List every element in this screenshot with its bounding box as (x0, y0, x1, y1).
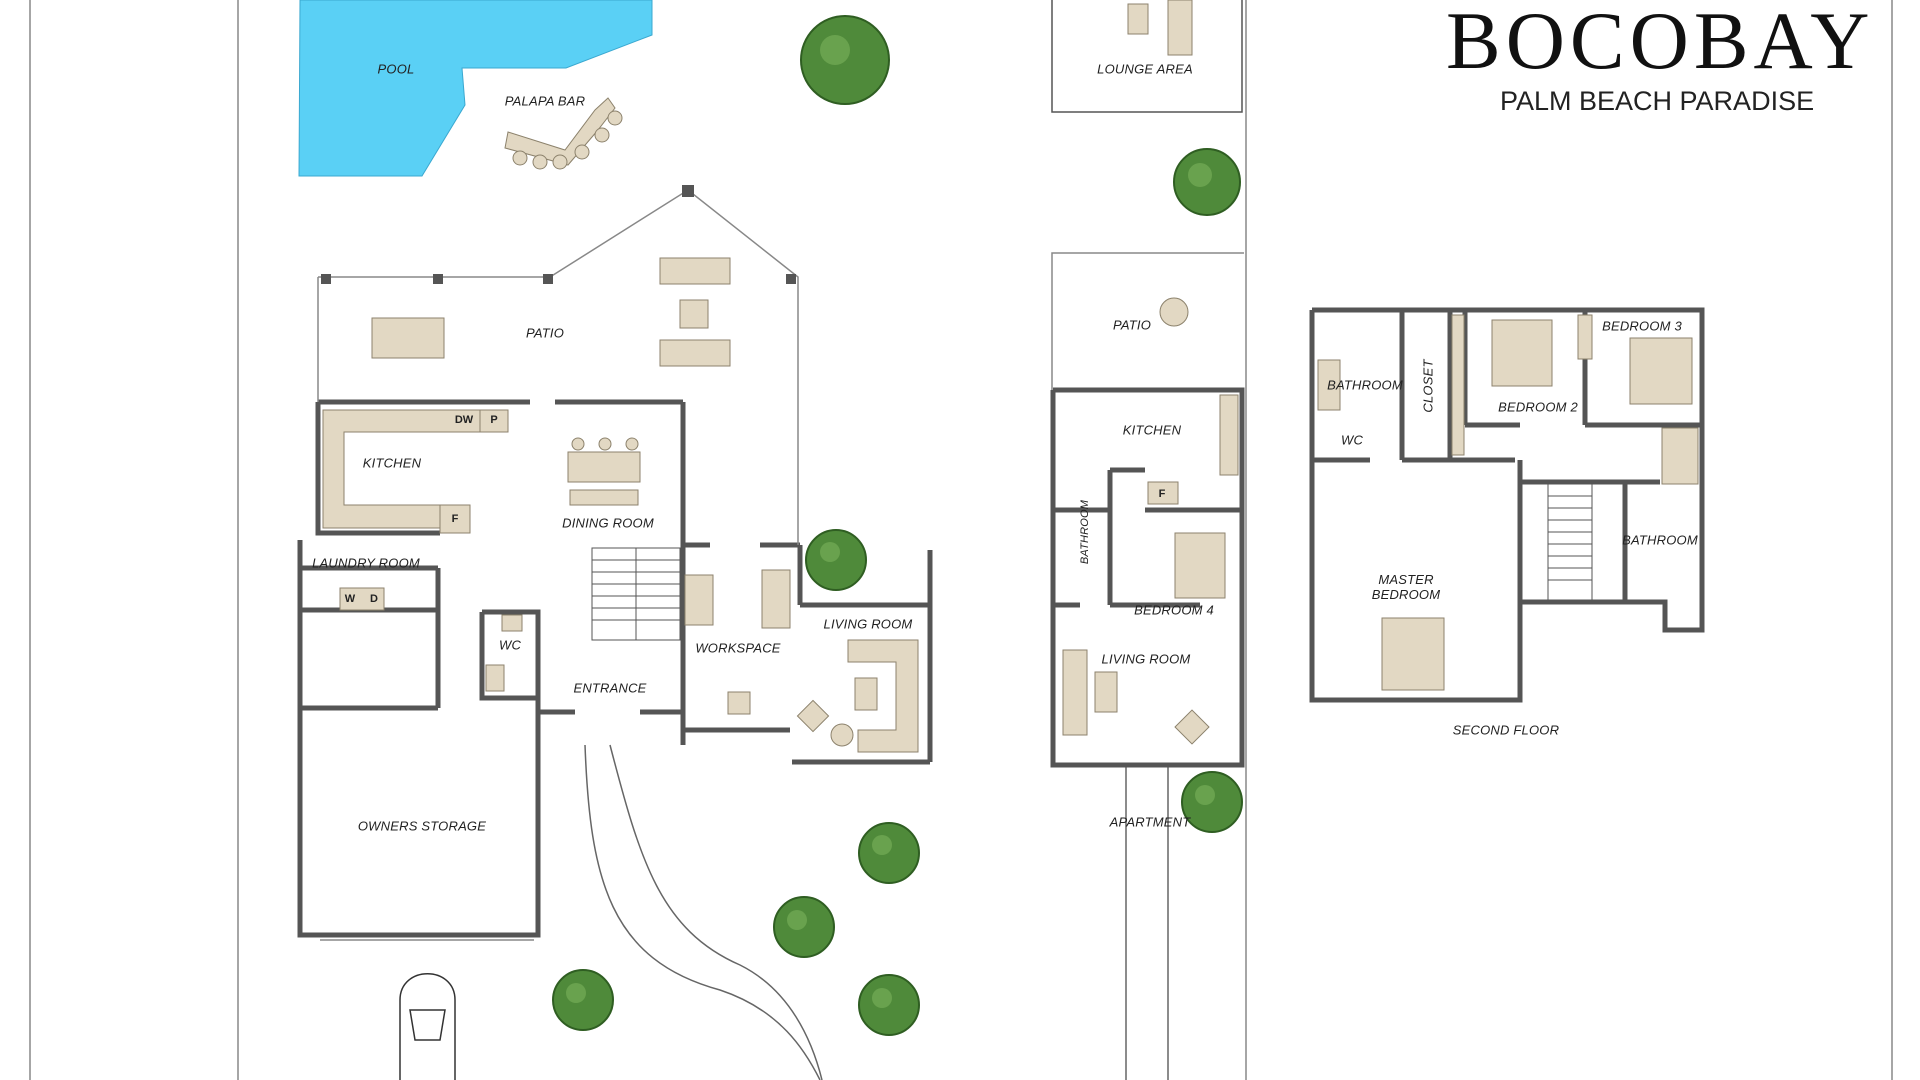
lounge-area (1051, 0, 1243, 113)
fixture-pantry: P (490, 414, 498, 426)
fixture-fridge-main: F (451, 513, 459, 525)
car (399, 973, 456, 1080)
label-owners-storage: OWNERS STORAGE (357, 818, 487, 834)
label-palapa-bar: PALAPA BAR (504, 93, 586, 109)
fixture-dishwasher: DW (454, 414, 474, 426)
label-wc-2f: WC (1340, 432, 1364, 448)
label-bathroom-2f-a: BATHROOM (1327, 377, 1403, 393)
label-lounge-area: LOUNGE AREA (1097, 61, 1193, 77)
label-wc-main: WC (498, 637, 522, 653)
label-master-bedroom: MASTER BEDROOM (1371, 572, 1441, 602)
driveway (584, 744, 1169, 1080)
label-entrance: ENTRANCE (573, 680, 647, 696)
label-living-room-main: LIVING ROOM (823, 616, 913, 632)
palapa-bar (504, 97, 623, 170)
fixture-fridge-apt: F (1158, 488, 1166, 500)
trees (552, 15, 1243, 1036)
second-floor-walls (1309, 307, 1705, 703)
label-laundry-room: LAUNDRY ROOM (312, 555, 420, 571)
label-bedroom-4: BEDROOM 4 (1134, 602, 1214, 618)
label-bedroom-2: BEDROOM 2 (1498, 399, 1578, 415)
fixture-dryer: D (370, 593, 378, 605)
label-living-room-apt: LIVING ROOM (1101, 651, 1191, 667)
label-patio-apt: PATIO (1112, 317, 1152, 333)
label-workspace: WORKSPACE (695, 640, 781, 656)
label-dining-room: DINING ROOM (562, 515, 654, 531)
label-patio-main: PATIO (525, 325, 565, 341)
label-second-floor: SECOND FLOOR (1452, 722, 1560, 738)
label-bathroom-apt: BATHROOM (1079, 499, 1091, 565)
stairs-main (591, 547, 681, 641)
stairs-second (1547, 483, 1593, 603)
brand-tagline: PALM BEACH PARADISE (1500, 86, 1815, 116)
pool-shape (298, 0, 653, 177)
main-house-walls (297, 399, 933, 938)
label-bedroom-3: BEDROOM 3 (1602, 318, 1682, 334)
label-kitchen-main: KITCHEN (362, 455, 422, 471)
label-apartment: APARTMENT (1109, 814, 1191, 830)
label-pool: POOL (377, 61, 415, 77)
label-kitchen-apt: KITCHEN (1122, 422, 1182, 438)
kitchen-counter (322, 409, 509, 534)
label-closet: CLOSET (1420, 359, 1436, 413)
fixture-washer: W (344, 593, 356, 605)
dining-table (567, 437, 641, 506)
apartment-walls (1050, 387, 1245, 768)
label-bathroom-2f-b: BATHROOM (1622, 532, 1698, 548)
brand-title: BOCOBAY (1446, 0, 1875, 86)
